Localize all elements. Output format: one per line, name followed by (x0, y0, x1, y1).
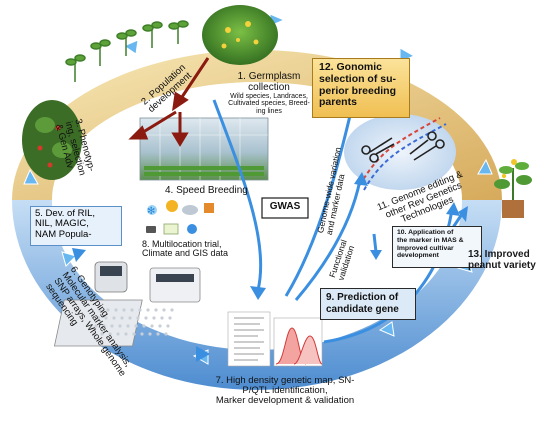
genome-editing-image (344, 114, 456, 191)
step-1-title: 1. Germplasm (237, 71, 301, 82)
step-5-line-1: 5. Dev. of RIL, (35, 208, 96, 219)
germplasm-field-image (202, 5, 278, 65)
step-9-candidate-gene: 9. Prediction of candidate gene (320, 288, 416, 320)
step-12-line-3: perior breeding (319, 84, 397, 97)
step-12-line-2: selection of su- (319, 72, 397, 85)
step-5-line-3: NAM Popula- (35, 228, 92, 240)
step-13-line-2: peanut variety (468, 259, 536, 271)
step-8-line-2: Climate and GIS data (142, 248, 229, 259)
qtl-peak-plot-image (273, 317, 323, 367)
step-7-line-2: P/QTL identification, (242, 384, 328, 396)
array-scanner-image (149, 267, 201, 303)
step-9-line-1: 9. Prediction of (326, 292, 399, 303)
step-9-line-2: candidate gene (326, 303, 399, 315)
step-10-line-2: the marker in MAS & (397, 236, 464, 244)
microplate-image (53, 299, 174, 347)
genetic-map-image (227, 311, 271, 367)
peanut-plant-image (494, 159, 532, 218)
step-1-sub-2: Cultivated species, Breed- (228, 100, 310, 108)
step-7-genetic-map: 7. High density genetic map, SN- P/QTL i… (195, 376, 375, 406)
step-10-line-4: development (397, 252, 439, 260)
step-5-line-2: NIL, MAGIC, (35, 218, 89, 230)
phenotyping-plant-image (22, 100, 82, 180)
step-8-multilocation: 8. Multilocation trial, Climate and GIS … (142, 239, 229, 259)
step-12-line-1: 12. Gonomic (319, 61, 383, 73)
step-10-line-3: Improved cultivar (397, 244, 454, 252)
ring-chevrons (23, 13, 493, 365)
population-arrows (128, 57, 210, 147)
step-8-line-1: 8. Multilocation trial, (142, 239, 222, 249)
step-12-line-4: parents (319, 96, 357, 109)
step-7-line-3: Marker development & validation (215, 394, 355, 406)
step-12-genomic-selection: 12. Gonomic selection of su- perior bree… (312, 58, 410, 118)
step-13-line-1: 13. Improved (468, 249, 530, 260)
gwas-box (261, 197, 309, 219)
cycle-ring-blue (12, 200, 502, 390)
step-10-mas: 10. Application of the marker in MAS & I… (392, 226, 482, 268)
step-13-improved-variety: 13. Improved peanut variety (468, 249, 536, 271)
svg-text:✻: ✻ (147, 206, 155, 217)
step-4-speed-breeding: 4. Speed Breeding (165, 185, 248, 196)
step-7-line-1: 7. High density genetic map, SN- (215, 375, 355, 386)
step-10-line-1: 10. Application of (397, 229, 454, 236)
speed-breeding-greenhouse-image (139, 117, 269, 181)
step-1-sub-3: ing lines (256, 107, 282, 115)
step-5-populations: 5. Dev. of RIL, NIL, MAGIC, NAM Popula- (30, 206, 122, 246)
climate-gis-icons: ✻ (146, 200, 214, 235)
gwas-label: GWAS (269, 201, 301, 212)
step-1-sub-1: Wild species, Landraces, (230, 93, 308, 100)
seedling-plants (65, 20, 189, 82)
step-1-germplasm: 1. Germplasm collection Wild species, La… (214, 71, 324, 115)
step-1-title-2: collection (248, 81, 290, 93)
sequencer-device-image (94, 261, 128, 293)
